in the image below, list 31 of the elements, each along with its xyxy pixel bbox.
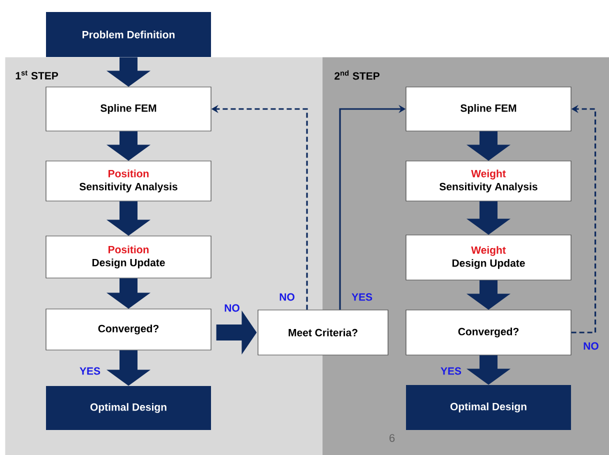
panel-title: 2$^{nd}$ STEP bbox=[334, 70, 380, 80]
edge-label: YES bbox=[440, 367, 462, 375]
panel-title: 1$^{st}$ STEP bbox=[16, 70, 58, 80]
process-box: Weight Sensitivity Analysis bbox=[406, 160, 572, 202]
edge-label: YES bbox=[80, 367, 100, 375]
process-box: Meet Criteria? bbox=[258, 310, 388, 356]
process-box: Converged? bbox=[46, 308, 212, 350]
block-arrow bbox=[106, 131, 150, 161]
terminal-box: Optimal Design bbox=[46, 386, 211, 430]
process-box: Converged? bbox=[406, 310, 572, 356]
edge-label: YES bbox=[352, 293, 372, 301]
block-arrow bbox=[106, 57, 150, 87]
edge-label: NO bbox=[584, 342, 598, 350]
terminal-box: Optimal Design bbox=[406, 385, 571, 430]
block-arrow bbox=[466, 280, 510, 310]
block-arrow bbox=[106, 278, 150, 309]
edge-label: NO bbox=[280, 293, 294, 301]
process-box: Spline FEM bbox=[406, 86, 572, 132]
process-box: Position Design Update bbox=[46, 236, 212, 278]
block-arrow bbox=[466, 131, 510, 161]
block-arrow bbox=[466, 201, 510, 235]
process-box: Position Sensitivity Analysis bbox=[46, 160, 212, 202]
process-box: Spline FEM bbox=[46, 86, 212, 132]
edge-label: NO bbox=[224, 304, 240, 312]
process-box: Weight Design Update bbox=[406, 234, 572, 280]
page-number: 6 bbox=[390, 434, 395, 442]
block-arrow bbox=[106, 350, 150, 386]
block-arrow bbox=[216, 310, 257, 354]
terminal-box: Problem Definition bbox=[46, 12, 211, 57]
block-arrow bbox=[466, 355, 510, 385]
block-arrow bbox=[106, 201, 150, 236]
